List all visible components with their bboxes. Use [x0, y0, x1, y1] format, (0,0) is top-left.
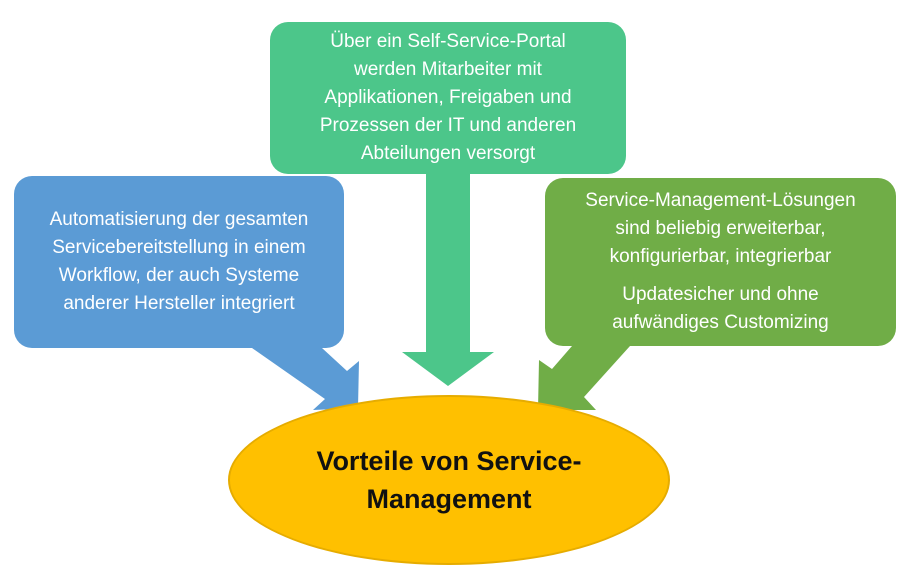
update-safe-text: Updatesicher und ohne aufwändiges Custom…	[612, 284, 829, 333]
extensibility-box: Service-Management-Lösungen sind beliebi…	[545, 178, 896, 346]
self-service-portal-text: Über ein Self-Service-Portal werden Mita…	[319, 31, 577, 164]
center-title-line-1: Vorteile von Service-	[316, 446, 582, 476]
center-ellipse: Vorteile von Service- Management	[228, 395, 670, 565]
left-diagonal-arrow	[252, 348, 359, 410]
extensibility-text: Service-Management-Lösungen sind beliebi…	[585, 190, 856, 267]
right-diagonal-arrow	[538, 346, 630, 410]
automation-box: Automatisierung der gesamten Servicebere…	[14, 176, 344, 348]
top-down-arrow	[402, 174, 494, 386]
self-service-portal-box: Über ein Self-Service-Portal werden Mita…	[270, 22, 626, 174]
automation-text: Automatisierung der gesamten Servicebere…	[49, 209, 309, 314]
center-title-line-2: Management	[366, 484, 532, 514]
